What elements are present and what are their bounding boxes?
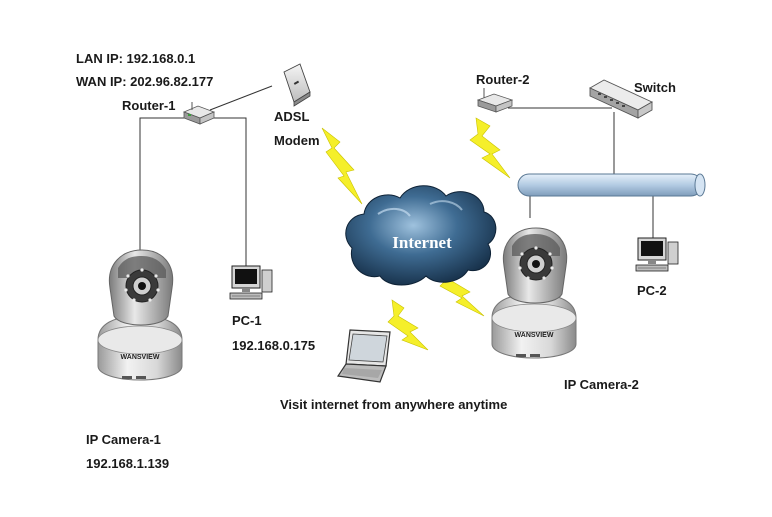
pc1-ip: 192.168.0.175 (232, 338, 316, 353)
camera1-device: WANSVIEW (97, 249, 183, 381)
network-bus (517, 173, 706, 197)
lightning-modem-icon (321, 127, 363, 205)
router1-device (182, 102, 216, 125)
adsl-modem-device (283, 63, 311, 107)
router2-device (476, 88, 514, 113)
pc1-device (229, 265, 273, 300)
modem-label-line2: Modem (274, 133, 320, 148)
camera1-brand: WANSVIEW (121, 354, 160, 361)
router1-to-modem-line (209, 85, 273, 111)
laptop-icon (336, 329, 391, 383)
router1-to-pc1-line (210, 117, 247, 268)
camera2-device: WANSVIEW (491, 227, 577, 359)
pc2-device (635, 237, 679, 272)
camera2-brand: WANSVIEW (515, 332, 554, 339)
switch-label: Switch (634, 80, 676, 95)
router1-lan-ip: LAN IP: 192.168.0.1 (76, 51, 196, 66)
laptop-caption: Visit internet from anywhere anytime (280, 397, 508, 412)
lightning-laptop-icon (387, 299, 429, 351)
internet-label: Internet (392, 233, 452, 252)
pc2-label: PC-2 (637, 283, 667, 298)
router2-label: Router-2 (476, 72, 530, 87)
lightning-router2-icon (469, 117, 511, 179)
connection-lines (139, 85, 654, 268)
router1-wan-ip: WAN IP: 202.96.82.177 (76, 74, 214, 89)
modem-label-line1: ADSL (274, 109, 310, 124)
router1-label: Router-1 (122, 98, 176, 113)
camera2-label: IP Camera-2 (564, 377, 639, 392)
router1-to-camera1-line (139, 117, 188, 258)
internet-cloud: Internet (345, 185, 497, 286)
switch-device (589, 79, 653, 119)
pc1-label: PC-1 (232, 313, 262, 328)
camera1-label: IP Camera-1 (86, 432, 161, 447)
camera1-ip: 192.168.1.139 (86, 456, 170, 471)
